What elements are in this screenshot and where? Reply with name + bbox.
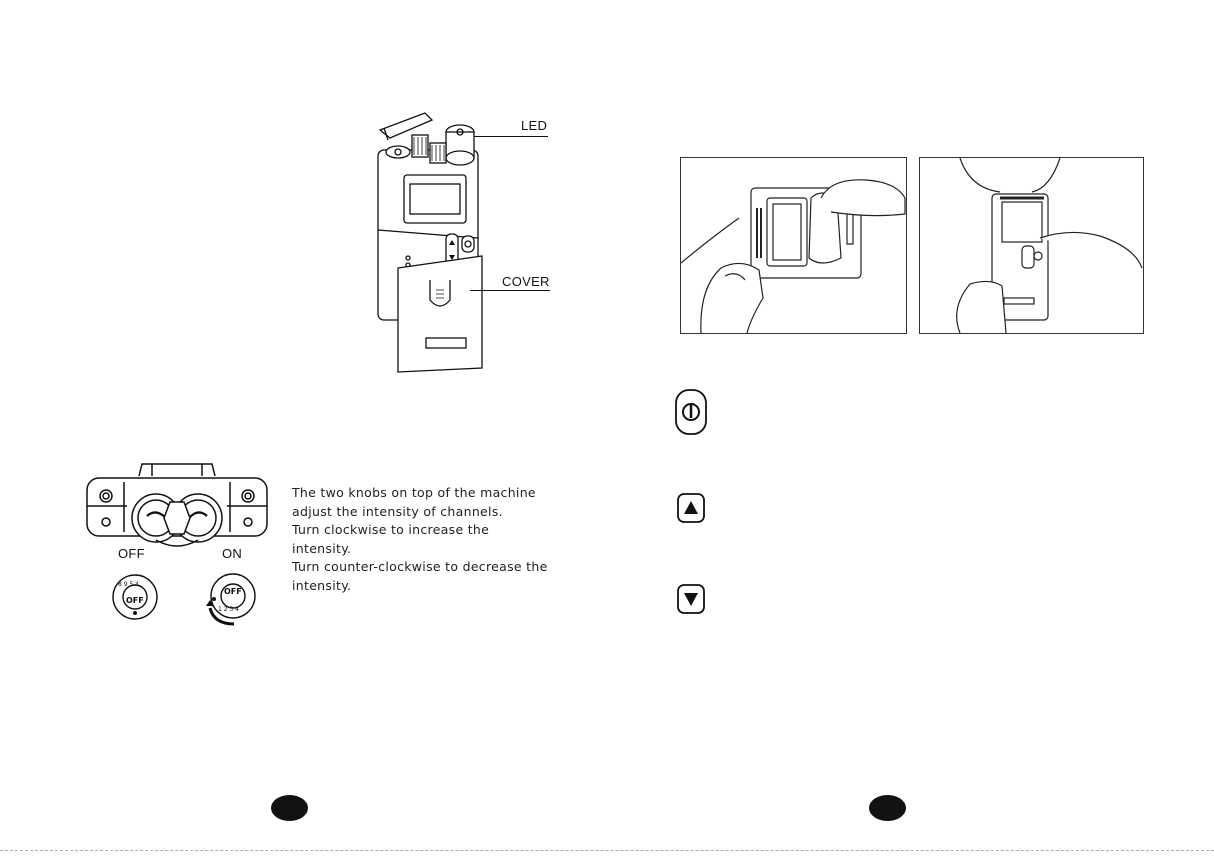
page-number-marker-right <box>869 795 906 821</box>
knob-on-label: ON <box>222 546 242 561</box>
knobs-top-view-illustration <box>84 462 270 552</box>
trim-line <box>0 850 1214 851</box>
led-leader-line <box>474 136 548 137</box>
down-arrow-icon <box>676 583 706 615</box>
off-dial-illustration: OFF 8 9 5 4 <box>110 572 160 622</box>
knob-description-line: adjust the intensity of channels. <box>292 503 552 522</box>
knob-description-line: The two knobs on top of the machine <box>292 484 552 503</box>
knob-off-label: OFF <box>118 546 145 561</box>
led-label: LED <box>521 118 547 133</box>
photo-cover-removal <box>680 157 907 334</box>
knob-description-line: intensity. <box>292 577 552 596</box>
knob-description-line: Turn clockwise to increase the intensity… <box>292 521 552 558</box>
svg-text:8 9 5 4: 8 9 5 4 <box>118 581 139 588</box>
on-dial-illustration: OFF 1 2 3 4 <box>200 566 260 628</box>
svg-text:1 2 3 4: 1 2 3 4 <box>218 606 239 613</box>
knob-description: The two knobs on top of the machine adju… <box>292 484 552 595</box>
knob-description-line: Turn counter-clockwise to decrease the <box>292 558 552 577</box>
svg-text:OFF: OFF <box>224 587 242 596</box>
svg-text:OFF: OFF <box>126 596 144 605</box>
device-illustration <box>370 110 490 380</box>
cover-label: COVER <box>502 274 550 289</box>
power-button-icon <box>674 388 708 436</box>
up-arrow-icon <box>676 492 706 524</box>
page-number-marker-left <box>271 795 308 821</box>
cover-leader-line <box>470 290 550 291</box>
photo-device-in-hand <box>919 157 1144 334</box>
